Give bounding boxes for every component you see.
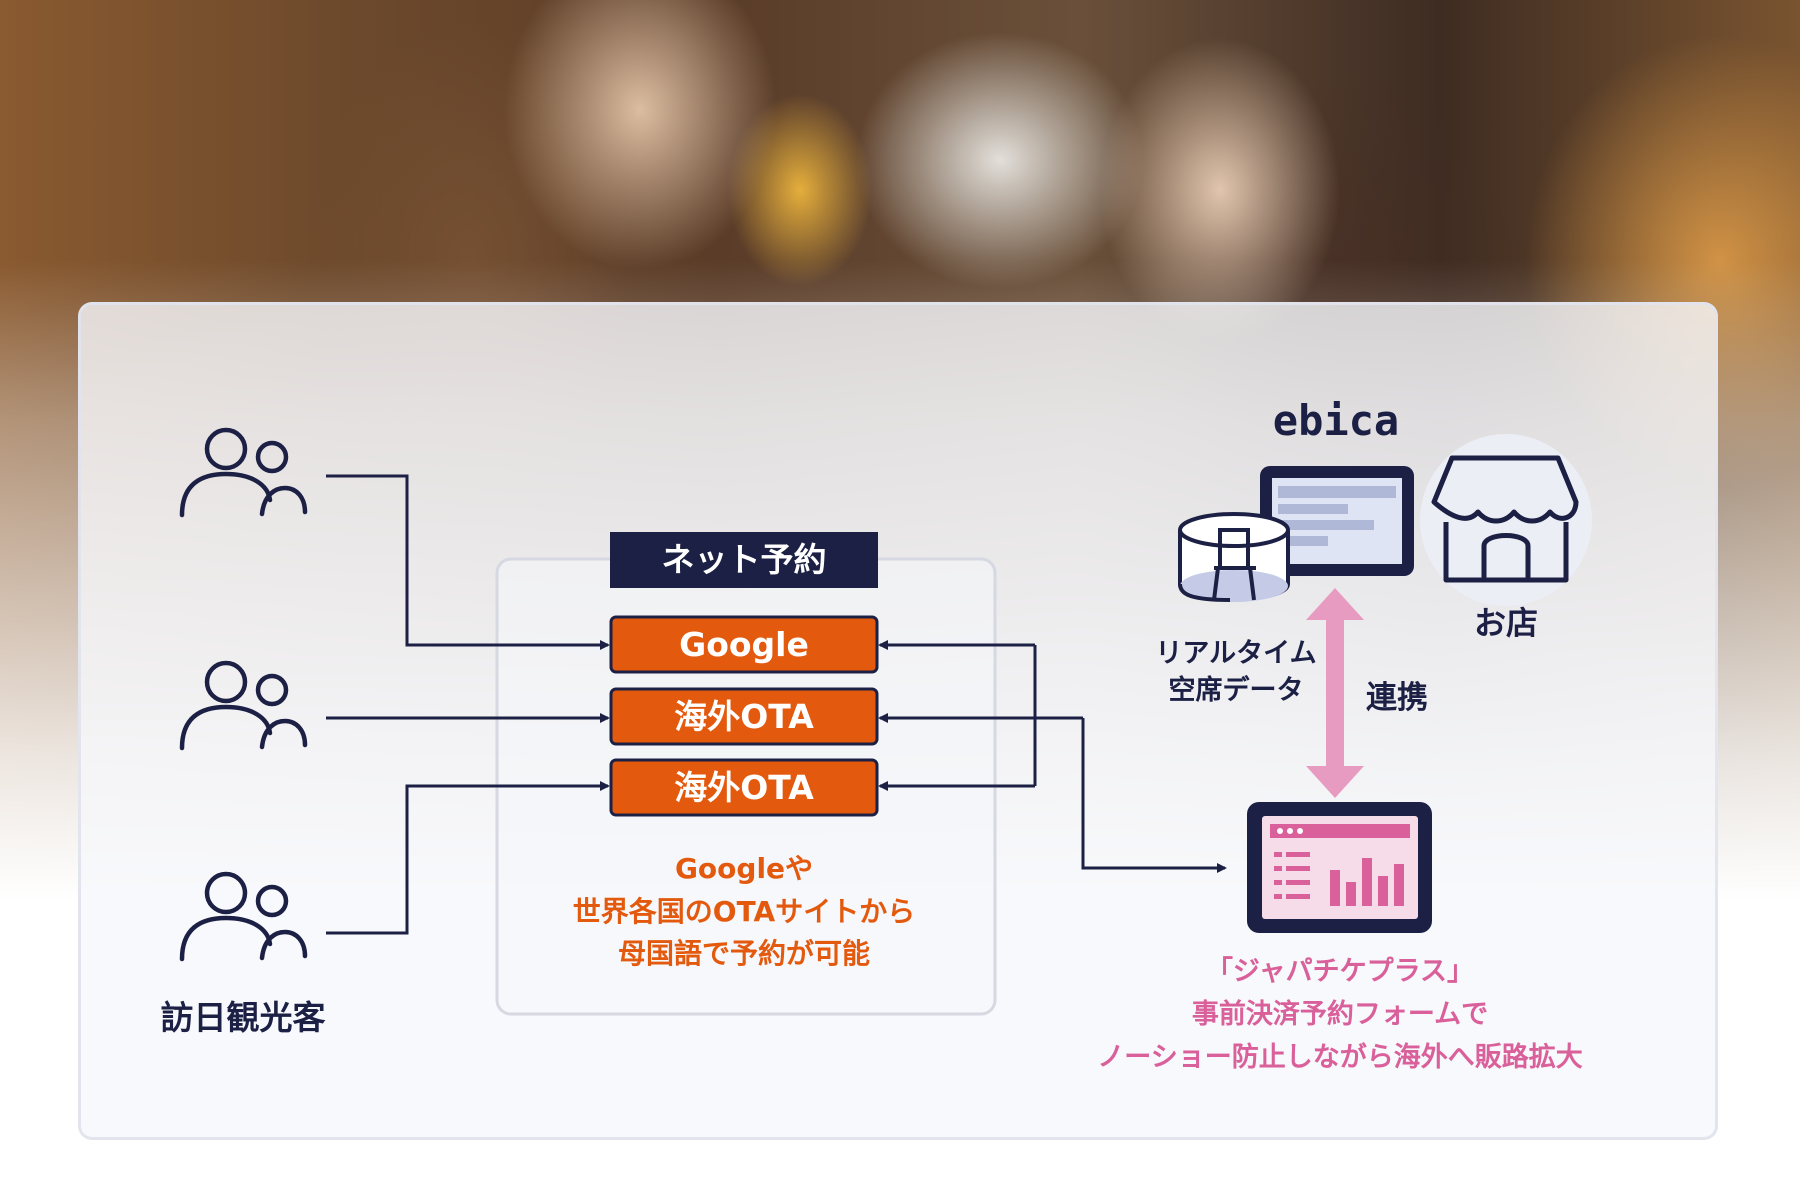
ota-button-1: 海外OTA xyxy=(609,687,879,746)
google-label: Google xyxy=(679,625,809,664)
visitor-icon-1 xyxy=(179,427,308,518)
net-desc-line-3: 母国語で予約が可能 xyxy=(618,937,870,970)
store-icon xyxy=(1431,455,1579,583)
net-desc-line-1: Googleや xyxy=(675,852,813,885)
japatike-desc-line-3: ノーショー防止しながら海外へ販路拡大 xyxy=(1097,1041,1582,1073)
ota-label-1: 海外OTA xyxy=(674,697,814,736)
net-desc-line-2: 世界各国のOTAサイトから xyxy=(573,895,915,928)
visitor-icon-3 xyxy=(179,871,308,962)
visitor-connectors xyxy=(326,474,610,935)
seat-data-line-2: 空席データ xyxy=(1169,674,1304,706)
japatike-desc-line-2: 事前決済予約フォームで xyxy=(1192,998,1488,1030)
ota-label-2: 海外OTA xyxy=(674,768,814,807)
ota-button-2: 海外OTA xyxy=(609,758,879,817)
tablet-icon xyxy=(1260,466,1414,576)
seat-data-icon xyxy=(1178,512,1290,602)
japatike-tablet-icon xyxy=(1247,802,1432,933)
return-connectors xyxy=(878,640,1227,873)
ebica-logo: ebica xyxy=(1273,396,1399,445)
store-label: お店 xyxy=(1474,604,1538,642)
net-reservation-title-bg xyxy=(610,532,878,588)
visitor-icon-2 xyxy=(179,660,308,751)
link-arrow xyxy=(1306,588,1364,798)
seat-data-line-1: リアルタイム xyxy=(1155,638,1316,669)
visitors-label: 訪日観光客 xyxy=(161,998,326,1037)
link-label: 連携 xyxy=(1366,680,1428,716)
google-button: Google xyxy=(609,615,879,674)
japatike-desc-line-1: 「ジャパチケプラス」 xyxy=(1206,955,1474,987)
net-reservation-title: ネット予約 xyxy=(662,540,827,579)
chair-icon xyxy=(1212,528,1256,601)
